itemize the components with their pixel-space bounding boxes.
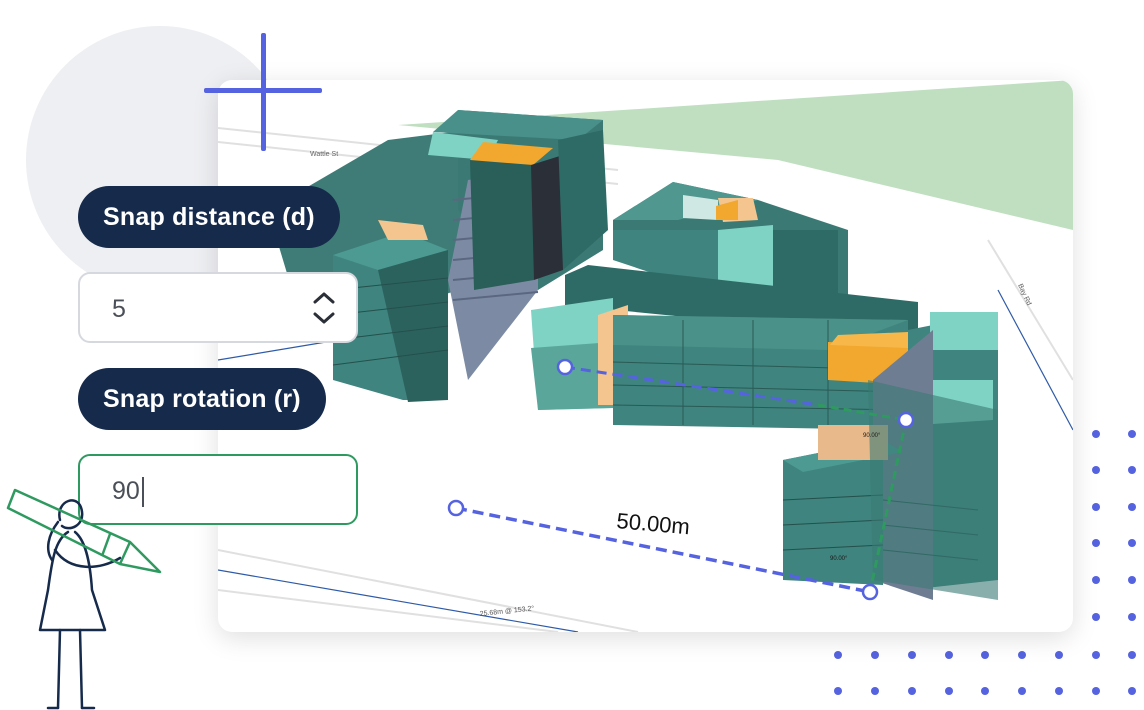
measurement-label: 50.00m [616, 508, 691, 539]
building-left[interactable] [268, 110, 608, 402]
snap-rotation-value: 90 [112, 477, 140, 505]
boundary-line [218, 569, 579, 632]
person-with-pencil-illustration [6, 488, 162, 710]
snap-rotation-input[interactable]: 90 [78, 454, 358, 525]
snap-distance-input[interactable]: 5 [78, 272, 358, 343]
boundary-line-left [218, 339, 339, 361]
building-center[interactable] [531, 265, 918, 430]
building-right-tower[interactable]: 90.00° 90.00° [782, 312, 998, 600]
snap-distance-label: Snap distance (d) [78, 186, 340, 248]
street-label: Wattle St [310, 151, 338, 158]
stepper-chevrons-icon[interactable] [310, 288, 338, 328]
segment-label-right: Bay Rd [1016, 283, 1032, 307]
crosshair-decoration-h [204, 88, 322, 93]
3d-site-viewport[interactable]: Wattle St 25.68m @ 153.2° Bay Rd [218, 80, 1073, 632]
dot-pattern-decoration [834, 430, 1136, 695]
snap-guides [455, 365, 908, 594]
snap-handles[interactable] [447, 358, 915, 601]
building-top-right[interactable] [613, 182, 848, 300]
angle-label-b: 90.00° [863, 433, 881, 439]
boundary-line-right [997, 289, 1073, 431]
snap-rotation-label: Snap rotation (r) [78, 368, 326, 430]
text-cursor [141, 477, 144, 508]
angle-label-a: 90.00° [830, 556, 848, 562]
snap-distance-value: 5 [112, 295, 126, 323]
